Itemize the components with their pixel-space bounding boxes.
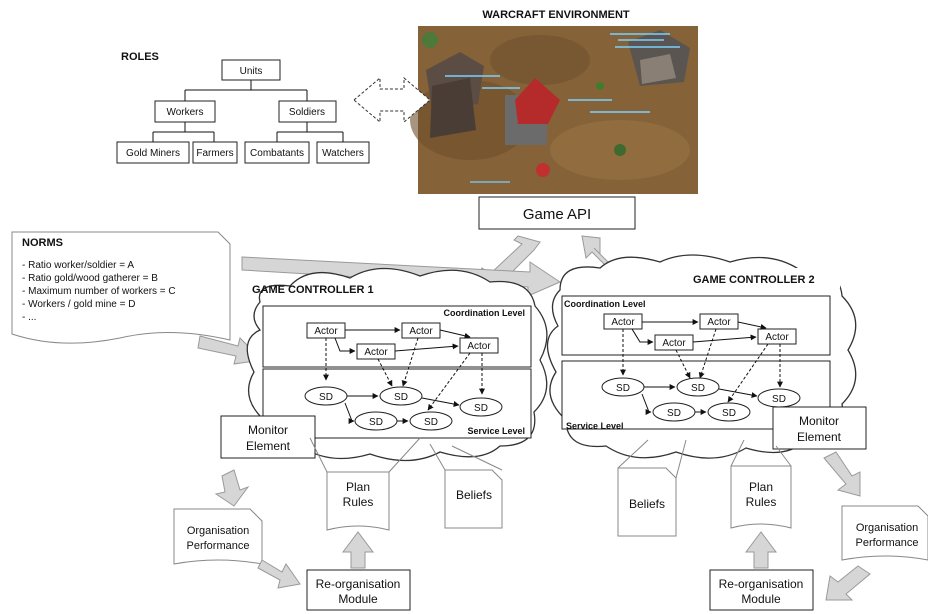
c1-actor: Actor	[409, 326, 433, 337]
c1-perf-to-reorg-arrow	[257, 559, 301, 589]
role-farmers: Farmers	[196, 148, 233, 159]
role-units-box	[221, 59, 281, 81]
roles-env-double-arrow	[353, 76, 431, 124]
c1-reorg-line2: Module	[338, 592, 378, 606]
controller1-coordination-label: Coordination Level	[443, 308, 525, 318]
role-units: Units	[240, 66, 263, 77]
c2-monitor-line1: Monitor	[799, 414, 839, 428]
norms-to-controller1-arrow	[197, 335, 264, 365]
c2-reorg-to-plan-arrow	[745, 531, 777, 569]
c2-sd: SD	[691, 383, 705, 394]
norm-item: - Ratio worker/soldier = A	[22, 260, 134, 271]
controller1-title: GAME CONTROLLER 1	[252, 284, 374, 296]
c2-plan-rules-line2: Rules	[746, 495, 777, 509]
role-combatants-box	[244, 141, 310, 164]
role-workers-box	[154, 100, 216, 123]
c1-sd: SD	[394, 392, 408, 403]
c1-monitor-line1: Monitor	[248, 423, 288, 437]
game-controller-2: GAME CONTROLLER 2 Coordination Level Ser…	[546, 254, 928, 611]
c2-reorg-line2: Module	[741, 592, 781, 606]
c2-sd: SD	[722, 408, 736, 419]
c1-beliefs-doc	[444, 469, 503, 529]
c1-actor: Actor	[364, 347, 388, 358]
c2-plan-rules-doc	[730, 465, 792, 529]
c1-monitor-line2: Element	[246, 439, 291, 453]
c1-actor: Actor	[467, 341, 491, 352]
controller2-service-label: Service Level	[566, 421, 624, 431]
c1-plan-rules-line2: Rules	[343, 495, 374, 509]
game-controller-1: GAME CONTROLLER 1 Coordination Level Ser…	[173, 267, 548, 611]
c2-monitor-to-perf-arrow	[823, 451, 861, 497]
norm-item: - Ratio gold/wood gatherer = B	[22, 273, 158, 284]
c1-reorg-line1: Re-organisation	[316, 577, 401, 591]
c1-sd: SD	[319, 392, 333, 403]
c1-org-performance-line2: Performance	[187, 540, 250, 552]
c2-monitor-box	[772, 406, 867, 450]
c1-org-performance-doc	[173, 508, 263, 565]
c1-reorg-to-plan-arrow	[342, 531, 374, 569]
warcraft-title: WARCRAFT ENVIRONMENT	[482, 9, 630, 21]
c2-actor: Actor	[707, 317, 731, 328]
controller1-service-label: Service Level	[467, 426, 525, 436]
norms-title: NORMS	[22, 237, 63, 249]
c2-reorg-line1: Re-organisation	[719, 577, 804, 591]
role-workers: Workers	[166, 107, 203, 118]
c2-monitor-line2: Element	[797, 430, 842, 444]
role-combatants: Combatants	[250, 148, 304, 159]
roles-tree: ROLES Units Workers Soldiers Gold Miners…	[116, 51, 370, 164]
c1-plan-rules-doc	[326, 471, 390, 531]
warcraft-environment: WARCRAFT ENVIRONMENT	[410, 9, 698, 230]
c1-reorg-box	[306, 569, 411, 611]
c2-actor: Actor	[611, 317, 635, 328]
c1-monitor-box	[220, 415, 316, 459]
roles-title: ROLES	[121, 51, 159, 63]
controller2-title: GAME CONTROLLER 2	[693, 274, 815, 286]
norm-item: - Maximum number of workers = C	[22, 286, 176, 297]
c1-sd: SD	[474, 403, 488, 414]
controller2-coordination-label: Coordination Level	[564, 299, 646, 309]
c1-plan-rules-line1: Plan	[346, 480, 370, 494]
role-soldiers: Soldiers	[289, 107, 325, 118]
c2-actor: Actor	[662, 338, 686, 349]
role-watchers: Watchers	[322, 148, 364, 159]
c2-sd: SD	[667, 408, 681, 419]
role-gold-miners: Gold Miners	[126, 148, 180, 159]
c2-org-performance-line1: Organisation	[856, 522, 918, 534]
role-farmers-box	[192, 141, 238, 164]
c2-sd: SD	[772, 394, 786, 405]
c2-actor: Actor	[765, 332, 789, 343]
norms-document: NORMS - Ratio worker/soldier = A - Ratio…	[11, 231, 231, 344]
role-gold-miners-box	[116, 141, 190, 164]
c2-org-performance-line2: Performance	[856, 537, 919, 549]
role-watchers-box	[316, 141, 370, 164]
c1-actor: Actor	[314, 326, 338, 337]
c2-reorg-box	[709, 569, 814, 611]
c1-org-performance-line1: Organisation	[187, 525, 249, 537]
norm-item: - Workers / gold mine = D	[22, 299, 135, 310]
c2-org-performance-doc	[841, 505, 928, 561]
c2-beliefs: Beliefs	[629, 497, 665, 511]
c2-perf-to-reorg-arrow	[825, 565, 871, 601]
role-soldiers-box	[278, 100, 337, 123]
game-api-label: Game API	[523, 206, 591, 223]
c1-sd: SD	[424, 417, 438, 428]
c2-sd: SD	[616, 383, 630, 394]
game-screenshot	[410, 26, 698, 194]
c2-plan-rules-line1: Plan	[749, 480, 773, 494]
game-api-box	[478, 196, 636, 230]
c1-monitor-to-perf-arrow	[214, 469, 250, 507]
c1-sd: SD	[369, 417, 383, 428]
c1-beliefs: Beliefs	[456, 488, 492, 502]
norm-item: - ...	[22, 312, 36, 323]
c2-beliefs-doc	[617, 467, 677, 537]
